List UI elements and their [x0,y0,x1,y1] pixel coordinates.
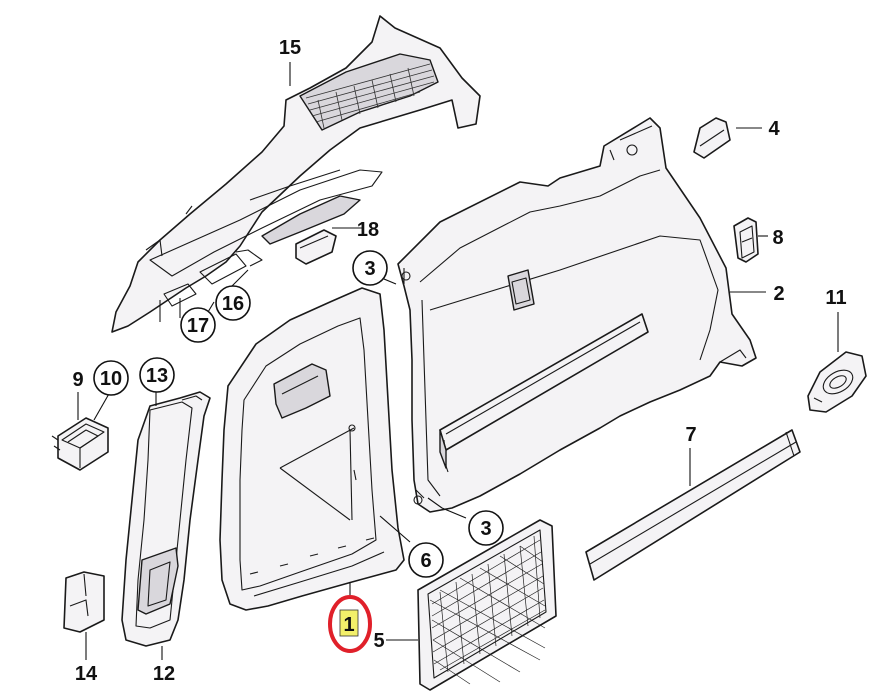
callout-6-circle [408,542,444,578]
part-7-strip [585,429,801,581]
callout-8: 8 [772,227,783,249]
net-mesh [429,535,546,685]
callout-15: 15 [279,37,301,59]
callout-3-lower: 3 [480,518,491,540]
callout-2: 2 [773,283,784,305]
callout-3-upper-circle [352,250,388,286]
callout-3-upper: 3 [364,258,375,280]
callout-4: 4 [768,118,780,140]
part-8-bracket [733,217,759,263]
callout-6: 6 [420,550,431,572]
callout-13-circle [139,357,175,393]
callout-9: 9 [72,369,83,391]
callout-16-circle [215,285,251,321]
part-4-handle [693,117,731,159]
part-9-vent-housing [51,417,109,471]
callouts: 15 18 3 16 17 4 8 2 11 7 6 3 1 5 9 10 13… [72,37,846,685]
callout-3-lower-circle [468,510,504,546]
part-15-pillar-trim [111,15,481,333]
callout-1: 1 [343,614,354,636]
part-11-lamp [807,351,867,413]
part-12-pillar-lower [121,391,211,647]
callout-7: 7 [685,424,696,446]
callout-13: 13 [146,365,168,387]
callout-10: 10 [100,368,122,390]
highlight-ring [328,595,372,653]
part-1-lower-trim [219,287,405,611]
highlight-box [339,609,359,637]
callout-11: 11 [825,287,846,309]
part-2-side-panel [397,117,757,513]
part-5-net [417,519,557,691]
part-18-clip [295,229,337,265]
callout-10-circle [93,360,129,396]
part-14-corner [63,571,105,633]
vent-grille [305,63,435,129]
callout-16: 16 [222,293,244,315]
callout-5: 5 [373,630,384,652]
callout-17: 17 [187,315,209,337]
callout-17-circle [180,307,216,343]
callout-14: 14 [75,663,98,685]
callout-18: 18 [357,219,379,241]
callout-12: 12 [153,663,175,685]
